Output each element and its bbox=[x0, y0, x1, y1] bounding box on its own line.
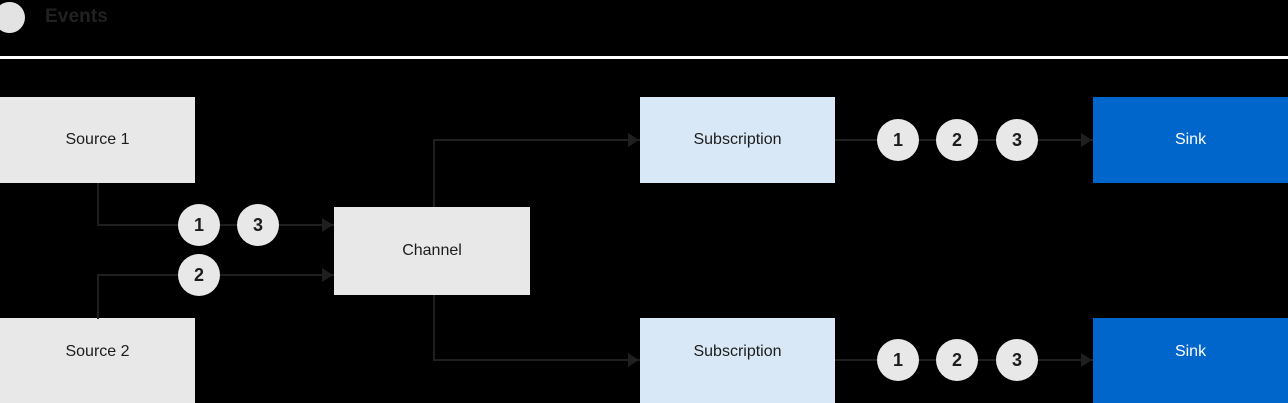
node-channel[interactable]: Channel bbox=[334, 207, 530, 295]
edge-channel-to-subscription-top bbox=[433, 139, 640, 141]
status-dot-icon bbox=[0, 2, 25, 33]
event-token: 3 bbox=[237, 204, 279, 246]
arrowhead-channel-to-subscription-bottom bbox=[628, 353, 639, 367]
event-token-label: 2 bbox=[193, 264, 204, 285]
node-channel-label: Channel bbox=[402, 242, 462, 259]
event-token: 1 bbox=[877, 339, 919, 381]
node-source-1-label: Source 1 bbox=[65, 131, 130, 148]
event-token-label: 1 bbox=[892, 129, 903, 150]
event-token: 2 bbox=[178, 254, 220, 296]
event-token-label: 2 bbox=[951, 349, 962, 370]
event-token: 3 bbox=[996, 339, 1038, 381]
node-sink-bottom[interactable]: Sink bbox=[1093, 318, 1288, 403]
event-token: 2 bbox=[936, 119, 978, 161]
event-token-label: 1 bbox=[193, 214, 204, 235]
event-token: 3 bbox=[996, 119, 1038, 161]
arrowhead-source2-to-channel bbox=[322, 268, 333, 282]
diagram-header: Events bbox=[0, 0, 1288, 59]
event-token-label: 3 bbox=[252, 214, 263, 235]
page-title: Events bbox=[45, 6, 108, 27]
event-token: 2 bbox=[936, 339, 978, 381]
node-source-2[interactable]: Source 2 bbox=[0, 318, 195, 403]
node-sink-top-label: Sink bbox=[1174, 131, 1207, 148]
event-token-label: 3 bbox=[1011, 129, 1022, 150]
node-subscription-bottom-label: Subscription bbox=[693, 342, 782, 360]
node-source-2-label: Source 2 bbox=[65, 342, 130, 360]
node-source-1[interactable]: Source 1 bbox=[0, 97, 195, 183]
edge-channel-to-subscription-bottom bbox=[433, 359, 640, 361]
header-divider bbox=[0, 56, 1288, 59]
node-sink-bottom-label: Sink bbox=[1174, 342, 1207, 360]
edge-source2-rise bbox=[97, 274, 99, 319]
edge-channel-rise-top bbox=[433, 139, 435, 207]
arrowhead-subscription-top-to-sink bbox=[1081, 133, 1092, 147]
arrowhead-subscription-bottom-to-sink bbox=[1081, 353, 1092, 367]
event-token-label: 1 bbox=[892, 349, 903, 370]
node-sink-top[interactable]: Sink bbox=[1093, 97, 1288, 183]
node-subscription-top[interactable]: Subscription bbox=[640, 97, 835, 183]
arrowhead-channel-to-subscription-top bbox=[628, 133, 639, 147]
event-token: 1 bbox=[178, 204, 220, 246]
edge-source1-drop bbox=[97, 183, 99, 226]
event-token-label: 3 bbox=[1011, 349, 1022, 370]
node-subscription-top-label: Subscription bbox=[693, 131, 782, 148]
arrowhead-source1-to-channel bbox=[322, 218, 333, 232]
node-subscription-bottom[interactable]: Subscription bbox=[640, 318, 835, 403]
event-token: 1 bbox=[877, 119, 919, 161]
event-token-label: 2 bbox=[951, 129, 962, 150]
edge-channel-drop-bottom bbox=[433, 295, 435, 361]
